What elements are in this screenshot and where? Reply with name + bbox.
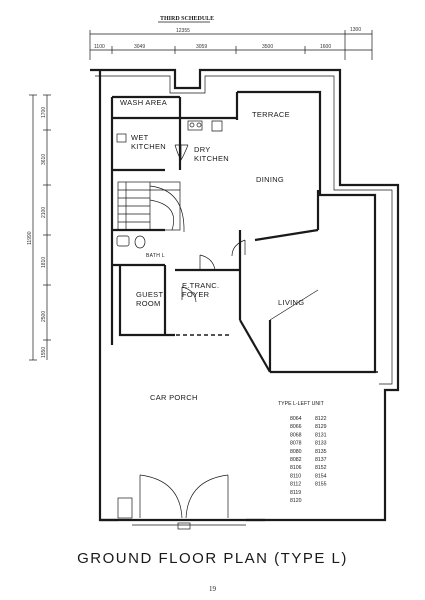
left-dim-1: 1700 xyxy=(41,107,47,118)
unit-number: 8110 xyxy=(290,473,301,479)
top-dim-4: 3500 xyxy=(262,44,273,50)
top-dim-3: 3059 xyxy=(196,44,207,50)
unit-number: 8137 xyxy=(315,457,327,463)
unit-number: 8154 xyxy=(315,473,327,479)
unit-list-column-1: 8064 8066 8068 8078 8080 8082 8106 8110 8112 8119… xyxy=(290,416,302,504)
unit-number: 8066 xyxy=(290,424,302,430)
kitchen-fixtures xyxy=(116,120,223,161)
unit-number: 8129 xyxy=(315,424,327,430)
unit-number: 8078 xyxy=(290,441,302,447)
top-dim-2: 3049 xyxy=(134,44,145,50)
unit-number: 8152 xyxy=(315,465,327,471)
unit-list-column-2: 8122 8129 8131 8133 8135 8137 8152 8154 8155 xyxy=(315,416,327,488)
left-dim-2: 3610 xyxy=(41,154,47,165)
unit-number: 8119 xyxy=(290,490,301,496)
left-dim-4: 1810 xyxy=(41,257,47,268)
unit-number: 8068 xyxy=(290,432,302,438)
page-number: 19 xyxy=(209,585,216,593)
room-label-car-porch: CAR PORCH xyxy=(150,393,198,402)
unit-number: 8106 xyxy=(290,465,302,471)
unit-number: 8064 xyxy=(290,416,302,422)
room-label-dining: DINING xyxy=(256,175,284,184)
bath-fixtures xyxy=(116,235,146,249)
top-dim-5: 1600 xyxy=(320,44,331,50)
left-dim-6: 1550 xyxy=(41,347,47,358)
left-dimension-segments: 1700 3610 2100 1810 2500 1550 xyxy=(41,94,51,358)
room-label-terrace: TERRACE xyxy=(252,110,290,119)
room-label-entrance-foyer: E.TRANC.FOYER xyxy=(182,281,219,299)
schedule-heading: THIRD SCHEDULE xyxy=(160,16,214,22)
left-dim-5: 2500 xyxy=(41,311,47,322)
top-dimension-segments: 1100 3049 3059 3500 1600 xyxy=(94,44,331,54)
unit-number: 8133 xyxy=(315,441,327,447)
right-offset-dim: 1300 xyxy=(350,27,361,33)
unit-number: 8155 xyxy=(315,482,327,488)
unit-number: 8135 xyxy=(315,449,327,455)
room-label-bath: BATH L xyxy=(146,253,165,259)
left-overall-dim: 11990 xyxy=(27,231,33,245)
room-label-wash-area: WASH AREA xyxy=(120,98,167,107)
unit-number: 8122 xyxy=(315,416,327,422)
top-dim-1: 1100 xyxy=(94,44,105,50)
door-swings xyxy=(139,239,246,519)
unit-list-heading: TYPE L-LEFT UNIT xyxy=(278,401,325,407)
room-label-living: LIVING xyxy=(278,298,304,307)
left-dim-3: 2100 xyxy=(41,207,47,218)
staircase xyxy=(117,181,185,233)
unit-number: 8131 xyxy=(315,432,327,438)
unit-number: 8112 xyxy=(290,482,301,488)
drawing-title: GROUND FLOOR PLAN (TYPE L) xyxy=(77,550,348,567)
unit-number: 8080 xyxy=(290,449,302,455)
unit-number: 8082 xyxy=(290,457,302,463)
overall-width-dim: 12355 xyxy=(176,28,190,34)
unit-number: 8120 xyxy=(290,498,302,504)
front-gate xyxy=(100,497,265,530)
